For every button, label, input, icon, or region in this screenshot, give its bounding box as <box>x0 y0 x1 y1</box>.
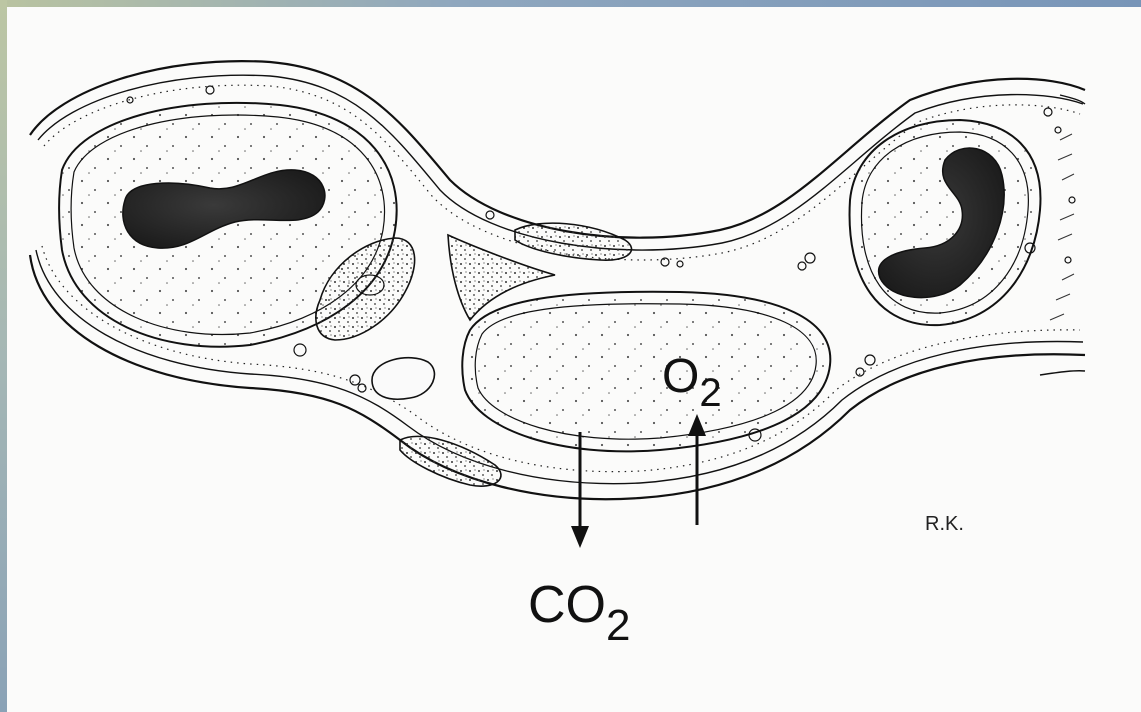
endothelial-cell-bottom <box>400 436 501 486</box>
co2-label-subscript: 2 <box>606 601 630 650</box>
right-capillary <box>850 120 1041 325</box>
co2-label: CO2 <box>528 576 630 650</box>
connective-tissue-hatch <box>1050 134 1074 320</box>
o2-label-subscript: 2 <box>699 371 721 415</box>
vesicle-blob <box>372 358 434 400</box>
central-capillary <box>462 292 830 452</box>
o2-label-main: O <box>662 350 699 403</box>
endothelial-cell-top <box>515 223 632 260</box>
co2-label-main: CO <box>528 576 606 634</box>
artist-signature: R.K. <box>925 513 964 535</box>
o2-arrow <box>688 414 706 525</box>
